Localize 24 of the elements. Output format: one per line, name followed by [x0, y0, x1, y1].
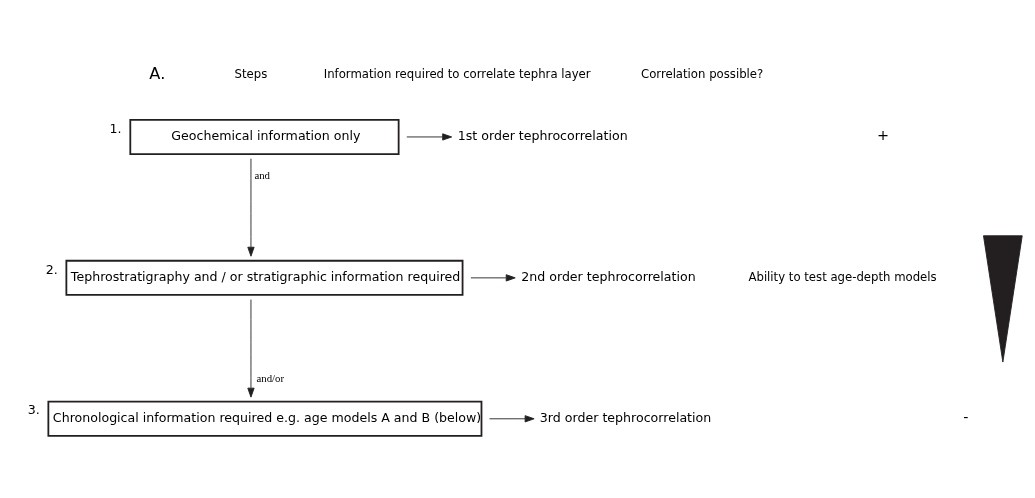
- node-text: 1st order tephrocorrelation: [457, 127, 628, 143]
- label: Correlation possible?: [640, 66, 764, 81]
- label: A.: [149, 63, 166, 83]
- node-box: Tephrostratigraphy and / or stratigraphic information required: [65, 259, 464, 296]
- arrow: [247, 298, 255, 398]
- label: Information required to correlate tephra layer: [323, 66, 591, 81]
- label: -: [963, 408, 969, 425]
- node-label: 3.: [27, 401, 40, 417]
- arrow: [406, 132, 453, 141]
- arrow: [489, 414, 535, 422]
- arrow: [247, 157, 255, 257]
- arrow: [470, 273, 516, 281]
- label: Ability to test age-depth models: [748, 269, 937, 284]
- node-text: 2nd order tephrocorrelation: [521, 268, 696, 284]
- node-label: 2.: [45, 261, 58, 277]
- edge-label: and/or: [256, 371, 285, 384]
- node-label: 1.: [109, 120, 122, 136]
- node-box: Chronological information required e.g. age models A and B (below): [47, 400, 483, 437]
- edge-label: and: [254, 168, 271, 181]
- node-text: 3rd order tephrocorrelation: [539, 409, 712, 425]
- label: +: [877, 126, 890, 143]
- node-triangle: [983, 234, 1023, 362]
- label: Steps: [234, 66, 268, 81]
- node-box: Geochemical information only: [129, 118, 400, 155]
